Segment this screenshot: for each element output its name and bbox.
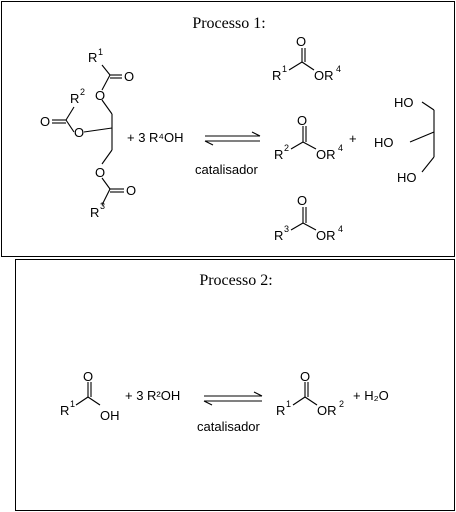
- process-2-reagent: + 3 R²OH: [125, 388, 180, 403]
- tri-r1: R: [88, 50, 97, 65]
- process-2-water: + H₂O: [353, 388, 389, 403]
- ester-r1-or4: O R 1 OR 4: [272, 34, 341, 83]
- svg-text:OH: OH: [100, 408, 120, 423]
- svg-text:1: 1: [70, 399, 75, 409]
- tri-o-ester-top: O: [95, 88, 105, 103]
- svg-text:3: 3: [284, 224, 289, 234]
- svg-text:O: O: [297, 113, 307, 128]
- tri-r3: R: [90, 205, 99, 220]
- process-2-panel: Processo 2: O R 1 OH + 3 R²OH catalisado…: [15, 259, 455, 511]
- svg-text:OR: OR: [317, 403, 337, 418]
- triglyceride-structure: R 1 O O R 2 O O O O R 3: [40, 47, 136, 220]
- svg-text:O: O: [83, 369, 93, 384]
- process-1-panel: Processo 1: R 1 O: [1, 1, 455, 257]
- svg-text:OR: OR: [314, 68, 334, 83]
- process-2-catalyst: catalisador: [197, 419, 261, 434]
- svg-text:O: O: [296, 34, 306, 49]
- equilibrium-arrow-icon: [204, 131, 261, 146]
- svg-text:2: 2: [339, 399, 344, 409]
- svg-text:R: R: [60, 403, 69, 418]
- process-2-title: Processo 2:: [199, 272, 273, 289]
- glycerol-structure: HO HO HO: [374, 95, 435, 185]
- tri-r1-sup: 1: [98, 47, 103, 57]
- carboxylic-acid-structure: O R 1 OH: [60, 369, 120, 423]
- process-1-catalyst: catalisador: [195, 162, 259, 177]
- process-1-plus: +: [349, 131, 357, 146]
- process-2-scheme: O R 1 OH + 3 R²OH catalisador O R 1 OR 2…: [60, 369, 389, 434]
- svg-text:4: 4: [338, 143, 343, 153]
- ester-r2-or4: O R 2 OR 4: [274, 113, 343, 162]
- svg-text:OR: OR: [316, 147, 336, 162]
- svg-text:R: R: [276, 403, 285, 418]
- svg-text:4: 4: [338, 224, 343, 234]
- svg-text:2: 2: [284, 143, 289, 153]
- svg-text:R: R: [272, 68, 281, 83]
- tri-o-mid: O: [40, 114, 50, 129]
- process-1-reagent: + 3 R⁴OH: [127, 130, 184, 145]
- svg-text:OR: OR: [316, 228, 336, 243]
- svg-text:1: 1: [286, 399, 291, 409]
- svg-text:1: 1: [282, 64, 287, 74]
- tri-o-top: O: [124, 69, 134, 84]
- svg-text:O: O: [300, 369, 310, 384]
- tri-r2-sup: 2: [80, 87, 85, 97]
- svg-text:HO: HO: [397, 170, 417, 185]
- tri-o-ester-mid: O: [74, 125, 84, 140]
- process-1-title: Processo 1:: [192, 15, 266, 32]
- ester-r1-or2: O R 1 OR 2: [276, 369, 344, 418]
- svg-text:O: O: [297, 193, 307, 208]
- svg-text:R: R: [274, 147, 283, 162]
- equilibrium-arrow-icon: [203, 391, 263, 406]
- svg-text:HO: HO: [374, 135, 394, 150]
- tri-r3-sup: 3: [100, 201, 105, 211]
- tri-o-bot: O: [126, 183, 136, 198]
- tri-o-ester-bot: O: [95, 165, 105, 180]
- svg-text:R: R: [274, 228, 283, 243]
- tri-r2: R: [70, 91, 79, 106]
- svg-text:HO: HO: [394, 95, 414, 110]
- process-1-scheme: R 1 O O R 2 O O O O R 3 + 3 R⁴OH catalis…: [40, 34, 435, 243]
- svg-text:4: 4: [336, 64, 341, 74]
- ester-r3-or4: O R 3 OR 4: [274, 193, 343, 243]
